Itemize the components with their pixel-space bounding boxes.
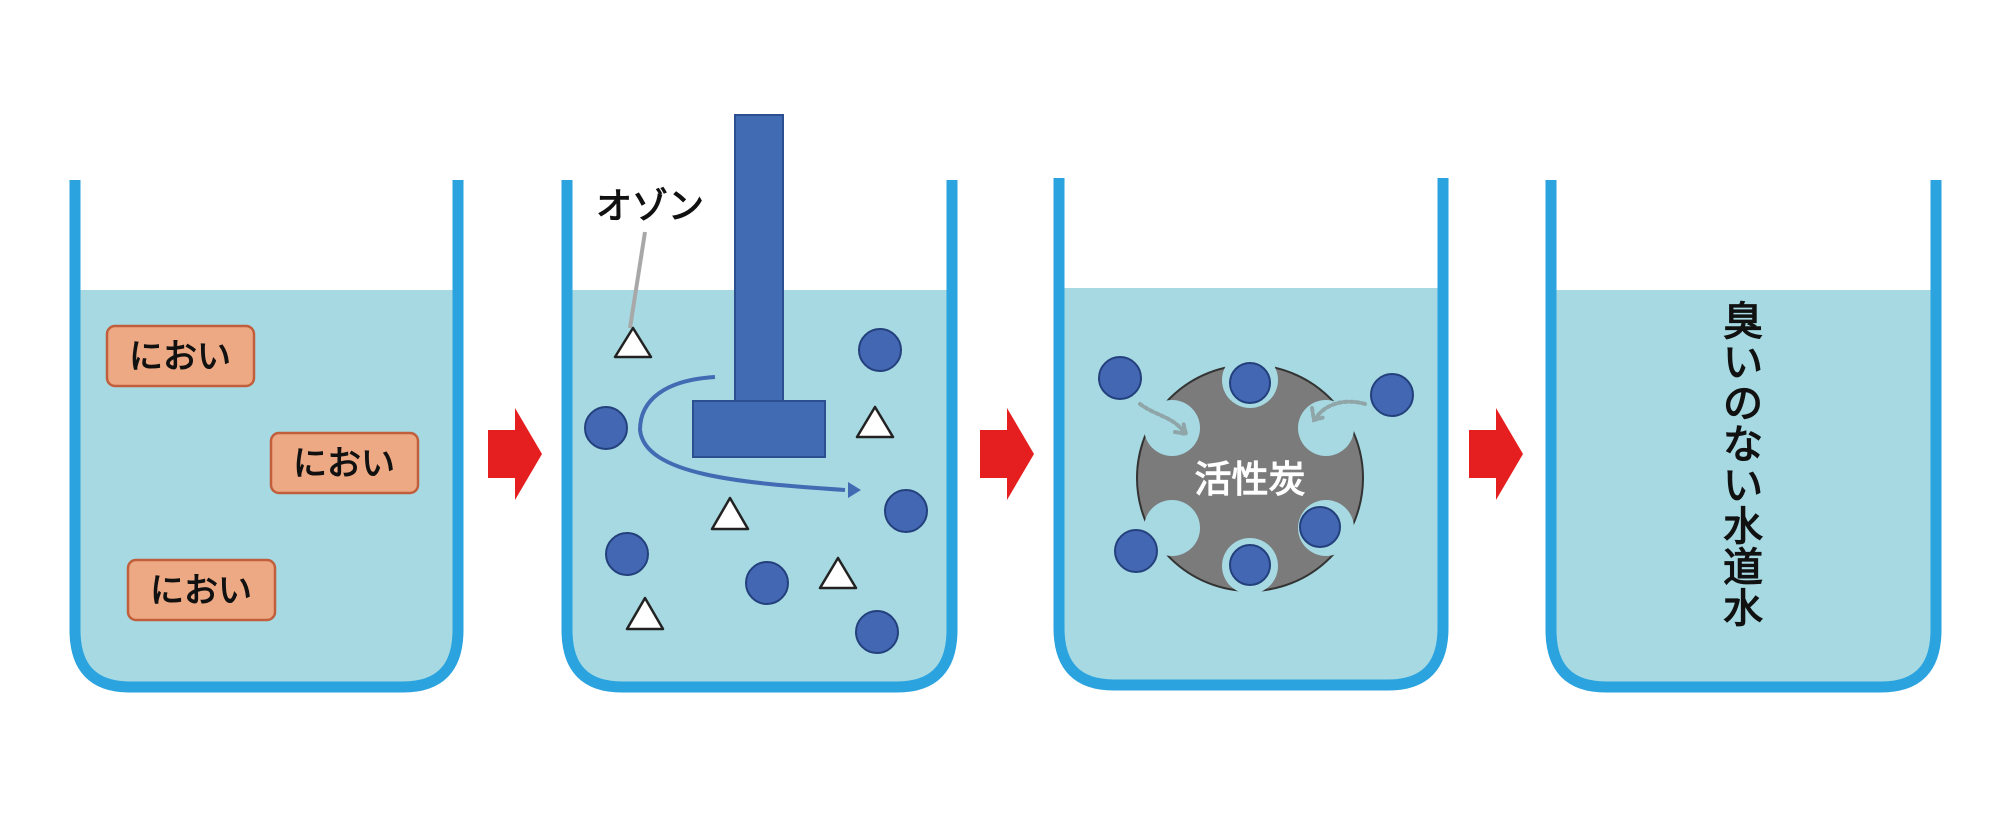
result-label-char: 水 [1723, 504, 1764, 550]
ozone-label-leader [628, 231, 647, 329]
odor-label-text: におい [129, 337, 231, 377]
circle-molecule-icon [855, 610, 899, 654]
triangle-icon [855, 405, 895, 439]
odor-label-3: におい [126, 558, 277, 622]
curved-arrow-head [1310, 406, 1327, 423]
circle-molecule-icon [1370, 373, 1414, 417]
beaker-3-outline [1053, 178, 1449, 691]
circle-molecule-icon [1229, 362, 1271, 404]
right-arrow-icon [1469, 408, 1523, 500]
circle-molecule-icon [605, 532, 649, 576]
right-arrow-icon [488, 408, 542, 500]
triangle-icon [818, 556, 858, 590]
triangle-icon [710, 496, 750, 531]
activated-charcoal-label: 活性炭 [1195, 458, 1306, 501]
circle-molecule-icon [745, 561, 789, 605]
curved-arrow-icon [637, 375, 846, 492]
circle-molecule-icon [1114, 529, 1158, 573]
beaker-2: オゾン [561, 114, 958, 693]
circle-molecule-icon [1229, 544, 1271, 586]
charcoal-pore [1144, 500, 1200, 556]
result-label-char: い [1723, 463, 1763, 509]
circle-molecule-icon [884, 489, 928, 533]
beaker-2-outline [561, 180, 958, 693]
circle-molecule-icon [1299, 506, 1341, 548]
curved-arrow-head [848, 482, 861, 498]
result-label-char: な [1723, 422, 1763, 468]
curved-arrow-icon [1138, 402, 1186, 434]
ozone-label: オゾン [596, 186, 704, 227]
circle-molecule-icon [1098, 356, 1142, 400]
odor-label-box [105, 324, 256, 388]
triangle-icon [613, 326, 653, 359]
odor-label-text: におい [293, 444, 395, 484]
circle-molecule-icon [858, 328, 902, 372]
ozone-diffuser-pipe [734, 114, 784, 406]
result-label: 臭いのない水道水 [1723, 299, 1764, 632]
result-label-char: の [1723, 381, 1763, 427]
circle-molecule-icon [584, 406, 628, 450]
right-arrow-icon [980, 408, 1034, 500]
odor-label-box [269, 431, 420, 495]
beaker-4-water [1551, 290, 1936, 687]
result-label-char: 水 [1723, 586, 1764, 632]
beaker-4-outline [1545, 180, 1942, 693]
beaker-1: におい におい におい [69, 180, 464, 693]
curved-arrow-head [1173, 420, 1189, 437]
result-label-char: 臭 [1723, 299, 1763, 345]
result-label-char: い [1723, 340, 1763, 386]
odor-label-2: におい [269, 431, 420, 495]
beaker-4: 臭いのない水道水 [1545, 180, 1942, 693]
result-label-char: 道 [1723, 545, 1763, 591]
odor-label-box [126, 558, 277, 622]
ozone-diffuser-head [692, 400, 826, 458]
odor-label-1: におい [105, 324, 256, 388]
beaker-3: 活性炭 [1053, 178, 1449, 691]
charcoal-pore [1144, 400, 1200, 456]
odor-label-text: におい [150, 571, 252, 611]
triangle-icon [625, 596, 665, 631]
curved-arrow-icon [1314, 399, 1367, 420]
beaker-1-outline [69, 180, 464, 693]
